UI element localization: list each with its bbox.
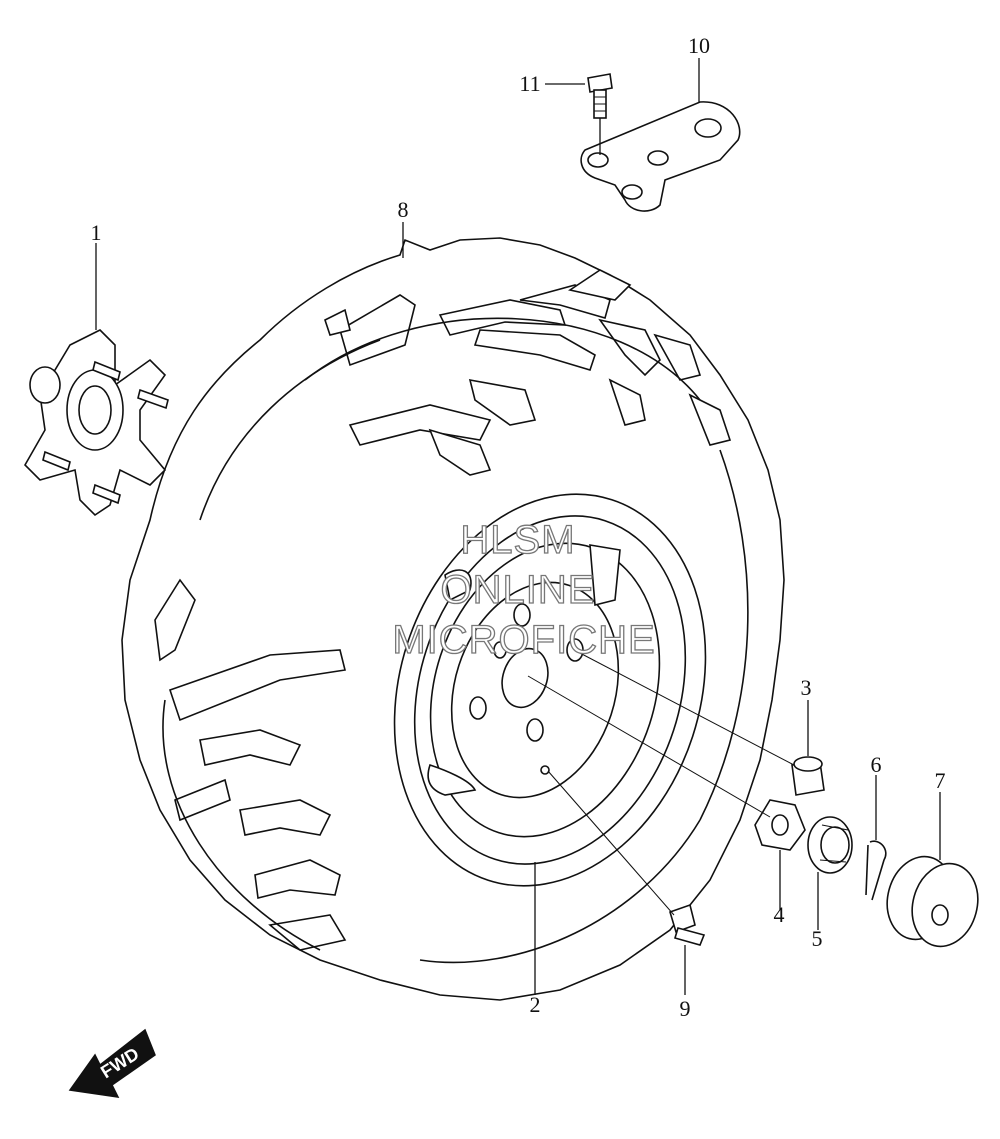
callout-8: 8: [398, 197, 409, 222]
tire-valve[interactable]: [669, 903, 706, 946]
watermark-line-1: HLSM: [460, 518, 575, 562]
watermark-line-2: ONLINE: [441, 568, 596, 612]
callout-3: 3: [801, 675, 812, 700]
fwd-arrow-icon: FWD: [68, 1028, 156, 1098]
leader-lines: [95, 58, 941, 995]
hub-cap[interactable]: [878, 849, 987, 954]
bolt[interactable]: [587, 73, 613, 119]
watermark-line-3: MICROFICHE: [392, 618, 655, 662]
callout-2: 2: [530, 992, 541, 1017]
callout-5: 5: [812, 926, 823, 951]
callout-6: 6: [871, 752, 882, 777]
callout-9: 9: [680, 996, 691, 1021]
lug-nut[interactable]: [791, 756, 825, 796]
callout-1: 1: [91, 220, 102, 245]
wheel-rim[interactable]: [346, 453, 755, 926]
lock-washer[interactable]: [754, 799, 806, 851]
callout-7: 7: [935, 768, 946, 793]
callout-11: 11: [519, 71, 540, 96]
watermark: HLSM ONLINE MICROFICHE: [392, 517, 656, 662]
castle-nut[interactable]: [807, 816, 853, 874]
callout-10: 10: [688, 33, 710, 58]
callout-labels: 1 2 3 4 5 6 7 8 9 10 11: [91, 33, 946, 1021]
callout-4: 4: [774, 902, 785, 927]
cotter-pin[interactable]: [865, 840, 887, 901]
wheel-hub[interactable]: [24, 329, 169, 517]
bracket[interactable]: [580, 101, 741, 212]
